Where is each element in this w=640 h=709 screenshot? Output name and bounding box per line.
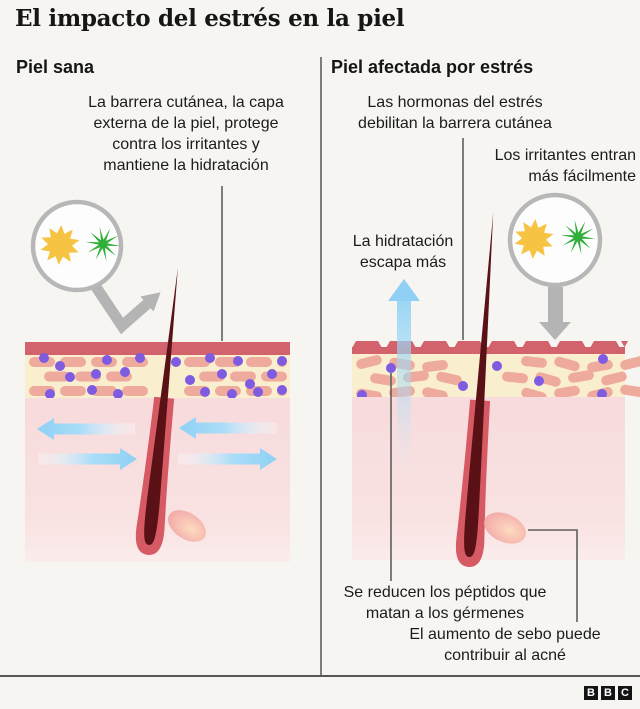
hydration-escape-arrow-shaft [397, 299, 411, 477]
hair-shaft [144, 267, 178, 545]
magnifier-lens-icon [30, 199, 124, 293]
hair-follicle-healthy [135, 267, 178, 555]
peptide-dots-healthy [39, 353, 287, 399]
hormones-annotation: Las hormonas del estrés debilitan la bar… [358, 94, 552, 132]
magnifier-lens-icon [507, 192, 603, 288]
sebaceous-gland-enlarged [484, 512, 526, 544]
hydration-annotation: La hidratación escapa más [352, 233, 454, 271]
healthy-skin-panel [25, 186, 290, 562]
hair-shaft [464, 212, 494, 557]
hydration-flow-arrow-icon [179, 417, 277, 439]
allergen-irritant-icons [514, 219, 596, 259]
skin-barrier-damaged-base [352, 347, 625, 354]
allergen-sun-icon [514, 219, 554, 259]
hydration-flow-arrow-icon [178, 448, 277, 470]
peptides-annotation: Se reducen los péptidos que matan a los … [343, 584, 547, 622]
bbc-logo-block: C [618, 686, 632, 700]
skin-barrier-healthy [25, 342, 290, 355]
sebum-pointer-line [528, 529, 578, 622]
bbc-logo-block: B [601, 686, 615, 700]
stressed-skin-panel [352, 138, 640, 622]
left-panel-header: Piel sana [16, 57, 95, 77]
hydration-arrow-icons [37, 417, 277, 470]
right-panel-header: Piel afectada por estrés [331, 57, 534, 77]
irritant-spore-icon [560, 219, 596, 255]
panel-divider [320, 57, 322, 676]
bounce-arrowhead-icon [140, 292, 161, 312]
skin-barrier-damaged-cracks [352, 341, 628, 348]
bbc-logo-block: B [584, 686, 598, 700]
sebaceous-gland-healthy [168, 510, 206, 542]
hydration-escape-arrowhead-icon [388, 279, 420, 301]
barrier-annotation: La barrera cutánea, la capa externa de l… [88, 94, 284, 174]
footer-divider [0, 675, 640, 677]
allergen-sun-icon [40, 225, 80, 265]
irritant-spore-icon [85, 226, 121, 262]
page-title: El impacto del estrés en la piel [15, 5, 405, 32]
hair-follicle-stressed [455, 212, 494, 567]
allergen-irritant-icons [40, 225, 121, 265]
penetrate-arrowhead-icon [539, 322, 571, 340]
bounce-arrow-icon [91, 283, 151, 335]
irritants-annotation: Los irritantes entran más fácilmente [494, 147, 636, 185]
sebum-annotation: El aumento de sebo puede contribuir al a… [409, 626, 601, 664]
hydration-flow-arrow-icon [38, 448, 137, 470]
penetrate-arrow-shaft [548, 287, 563, 324]
hydration-flow-arrow-icon [37, 418, 135, 440]
